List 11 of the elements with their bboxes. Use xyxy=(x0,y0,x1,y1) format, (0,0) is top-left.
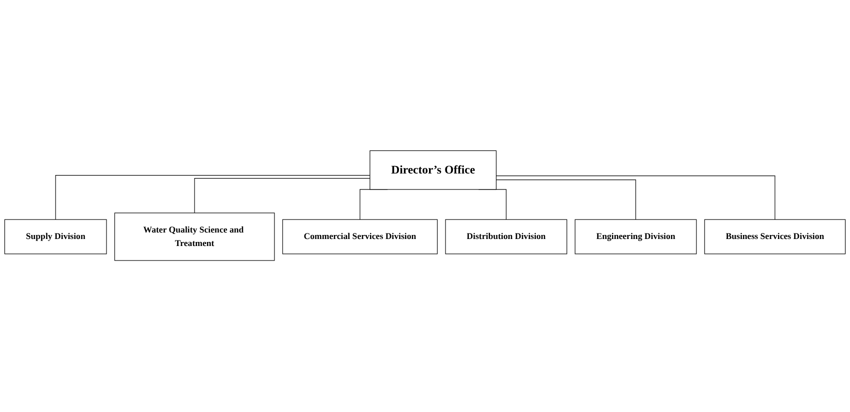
node-box: Director’s Office xyxy=(370,150,497,190)
connector xyxy=(496,180,636,220)
node-box: Distribution Division xyxy=(445,220,568,255)
connector xyxy=(55,175,370,220)
node-box: Supply Division xyxy=(4,220,107,255)
connector xyxy=(194,178,370,214)
connector xyxy=(496,176,776,220)
node-box: Engineering Division xyxy=(574,220,697,255)
node-box: Water Quality Science and Treatment xyxy=(114,213,275,262)
node-box: Business Services Division xyxy=(704,220,846,255)
node-box: Commercial Services Division xyxy=(282,220,438,255)
